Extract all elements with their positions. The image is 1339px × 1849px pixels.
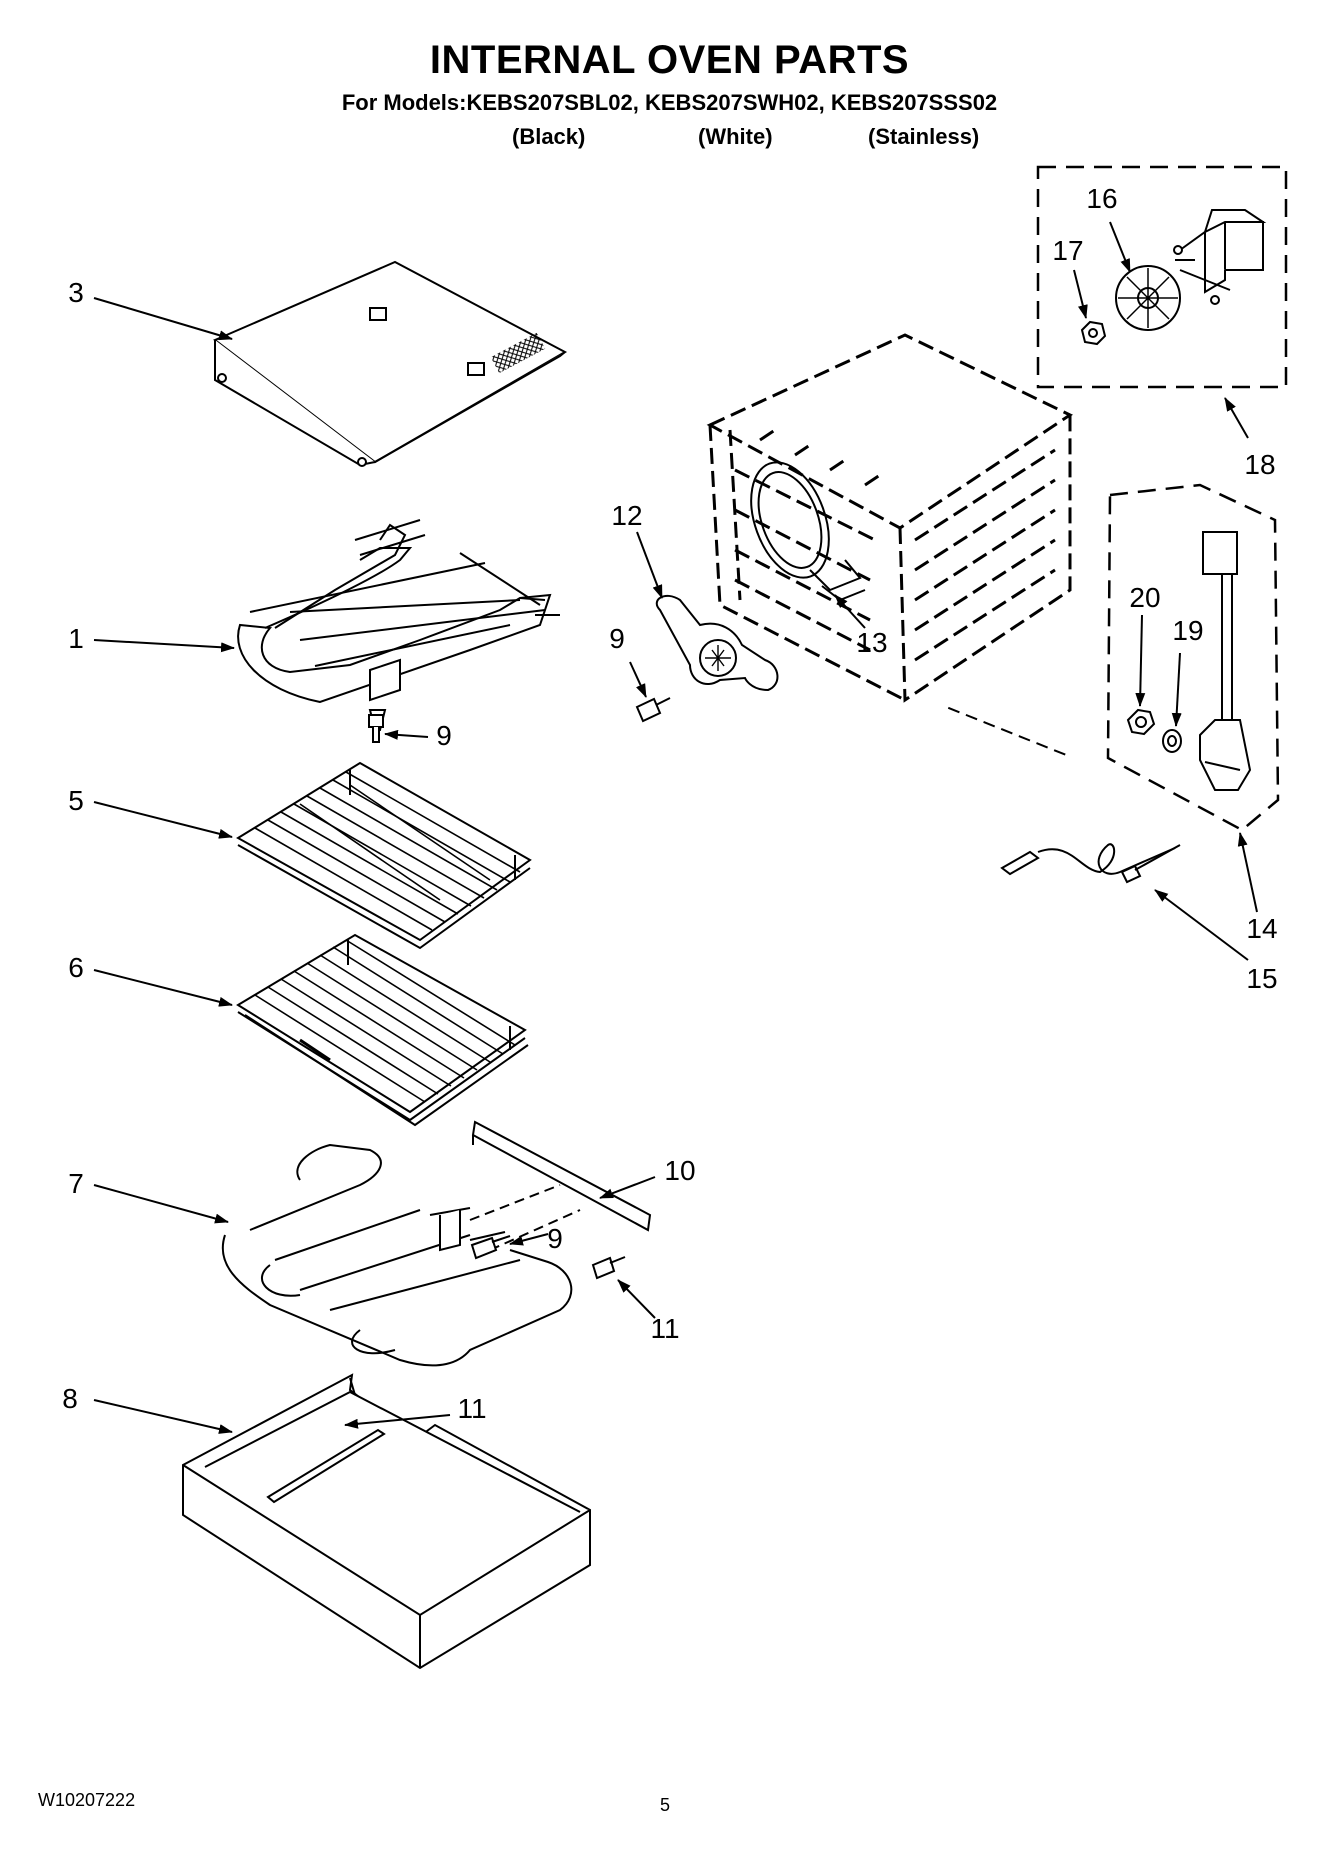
variant-white: (White) xyxy=(698,124,773,149)
callout-11-b: 11 xyxy=(457,1393,486,1424)
leader-5 xyxy=(93,801,233,839)
leader-11-a xyxy=(617,1279,656,1319)
meat-probe-part xyxy=(1000,843,1181,884)
leader-16 xyxy=(1109,221,1131,273)
callout-11-a: 11 xyxy=(650,1313,679,1344)
leader-9-b xyxy=(509,1233,549,1246)
bracket-dashed-lines xyxy=(469,1184,581,1251)
leader-20 xyxy=(1135,614,1146,707)
callout-19: 19 xyxy=(1172,615,1203,646)
page-number: 5 xyxy=(660,1795,671,1815)
callout-1: 1 xyxy=(68,623,84,654)
leader-7 xyxy=(93,1184,229,1224)
leader-9-c xyxy=(629,661,647,698)
leader-18 xyxy=(1224,397,1249,439)
leader-13 xyxy=(834,594,866,629)
callout-20: 20 xyxy=(1129,582,1160,613)
oven-rack-part xyxy=(236,761,532,950)
leader-17 xyxy=(1073,269,1088,319)
leader-1 xyxy=(93,639,235,653)
leader-19 xyxy=(1171,652,1182,727)
callout-8: 8 xyxy=(62,1383,78,1414)
screw-9-a xyxy=(368,714,384,743)
leader-11-b xyxy=(344,1414,451,1429)
convection-element-part xyxy=(750,461,866,602)
nut-20-part xyxy=(1126,708,1156,736)
variant-black: (Black) xyxy=(512,124,586,149)
screw-9-c xyxy=(635,697,671,723)
callout-9-a: 9 xyxy=(436,720,452,751)
screw-9-b xyxy=(470,1235,511,1260)
broil-element-part xyxy=(221,1143,573,1367)
callout-18: 18 xyxy=(1244,449,1275,480)
nut-17-part xyxy=(1080,320,1107,346)
leader-3 xyxy=(93,297,233,341)
callout-7: 7 xyxy=(68,1168,84,1199)
top-panel-part xyxy=(213,260,568,467)
bake-element-part xyxy=(237,519,560,731)
fan-motor-part xyxy=(1173,209,1267,305)
callout-15: 15 xyxy=(1246,963,1277,994)
callout-5: 5 xyxy=(68,785,84,816)
callout-13: 13 xyxy=(856,627,887,658)
variant-stainless: (Stainless) xyxy=(868,124,980,149)
rollout-rack-part xyxy=(236,933,529,1127)
callout-12: 12 xyxy=(611,500,642,531)
callout-9-c: 9 xyxy=(609,623,625,654)
models-line: For Models:KEBS207SBL02, KEBS207SWH02, K… xyxy=(341,90,998,115)
bottom-panel-part xyxy=(182,1373,591,1670)
leader-10 xyxy=(599,1176,656,1199)
leader-9-a xyxy=(384,729,429,740)
callout-16: 16 xyxy=(1086,183,1117,214)
callout-10: 10 xyxy=(664,1155,695,1186)
oven-cavity-outline xyxy=(706,333,1074,703)
screw-11-a xyxy=(591,1256,626,1280)
sensor-kit-box xyxy=(1106,483,1280,832)
callout-6: 6 xyxy=(68,952,84,983)
washer-19-part xyxy=(1162,729,1182,753)
callout-17: 17 xyxy=(1052,235,1083,266)
leader-6 xyxy=(93,969,233,1007)
callout-14: 14 xyxy=(1246,913,1277,944)
page-title: INTERNAL OVEN PARTS xyxy=(429,38,910,82)
callout-9-b: 9 xyxy=(547,1223,563,1254)
sensor-14-part xyxy=(1199,531,1252,791)
bracket-part xyxy=(471,1120,652,1232)
fan-motor-kit-box xyxy=(1036,165,1288,389)
leader-8 xyxy=(93,1399,233,1434)
sensor-dashed-line xyxy=(947,706,1070,758)
fan-blade-16-part xyxy=(1115,265,1181,331)
leader-15 xyxy=(1154,889,1249,961)
callout-3: 3 xyxy=(68,277,84,308)
document-number: W10207222 xyxy=(38,1790,136,1810)
fan-blade-part xyxy=(655,594,779,692)
leader-12 xyxy=(636,531,663,599)
leader-14 xyxy=(1237,832,1258,913)
